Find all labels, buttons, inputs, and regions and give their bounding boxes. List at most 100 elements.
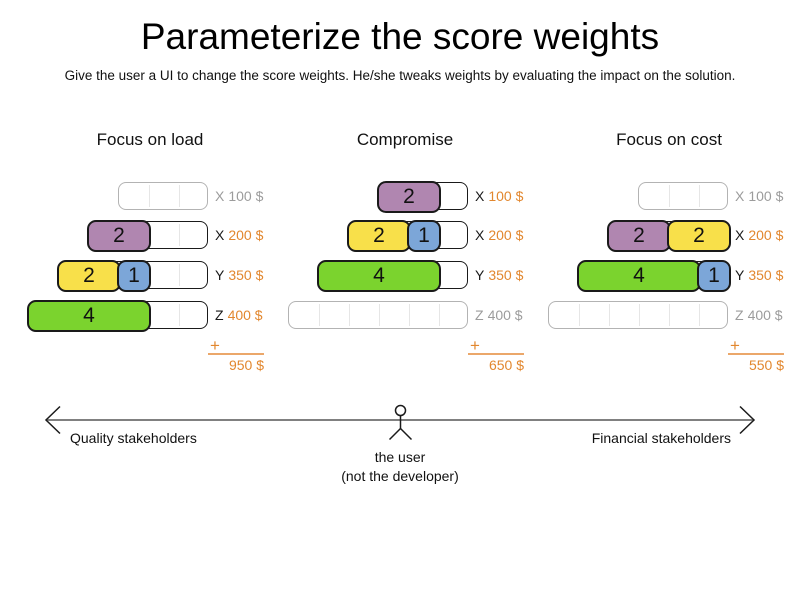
block-value: 2 — [693, 224, 705, 247]
cell-separator — [579, 304, 580, 326]
cell-separator — [639, 304, 640, 326]
weight-block-yellow: 2 — [347, 220, 411, 252]
cell-separator — [409, 304, 410, 326]
row-name: Y — [735, 267, 745, 283]
sum-line — [728, 353, 784, 355]
weight-block-green: 4 — [317, 260, 441, 292]
weight-block-purple: 2 — [87, 220, 151, 252]
weight-block-blue: 1 — [117, 260, 151, 292]
block-value: 2 — [83, 264, 95, 287]
cell-separator — [179, 264, 180, 286]
row-price: 350 $ — [488, 267, 524, 283]
row-price: 100 $ — [748, 188, 784, 204]
axis-label-financial: Financial stakeholders — [591, 430, 731, 446]
row-name: X — [215, 188, 225, 204]
block-value: 2 — [373, 224, 385, 247]
sum-plus-sign: + — [730, 336, 740, 355]
cell-separator — [349, 304, 350, 326]
cell-separator — [379, 304, 380, 326]
axis-label-quality: Quality stakeholders — [70, 430, 197, 446]
sum-total: 550 $ — [748, 357, 784, 373]
weight-block-green: 4 — [577, 260, 701, 292]
row-name: Z — [735, 307, 744, 323]
weight-block-yellow: 2 — [57, 260, 121, 292]
user-sublabel: (not the developer) — [341, 468, 459, 484]
weight-row — [548, 301, 728, 329]
row-price: 350 $ — [748, 267, 784, 283]
weight-row — [638, 182, 728, 210]
weight-row: 4 — [317, 260, 468, 292]
row-price: 400 $ — [227, 307, 263, 323]
row-name: Z — [475, 307, 484, 323]
block-value: 2 — [403, 185, 415, 208]
cell-separator — [179, 304, 180, 326]
weight-row — [118, 182, 208, 210]
block-value: 1 — [418, 224, 430, 247]
cell-separator — [609, 304, 610, 326]
block-value: 4 — [633, 264, 645, 287]
cell-separator — [699, 304, 700, 326]
sum-line — [208, 353, 264, 355]
column-title: Focus on cost — [616, 130, 722, 149]
weight-block-yellow: 2 — [667, 220, 731, 252]
sum-total: 950 $ — [228, 357, 264, 373]
row-name: Z — [215, 307, 224, 323]
row-price: 100 $ — [488, 188, 524, 204]
arrow-right-icon — [739, 405, 756, 435]
weight-block-blue: 1 — [407, 220, 441, 252]
column-title: Compromise — [356, 130, 454, 149]
row-name: X — [475, 188, 485, 204]
row-price: 200 $ — [488, 227, 524, 243]
block-value: 1 — [128, 264, 140, 287]
cell-separator — [319, 304, 320, 326]
sum-total: 650 $ — [488, 357, 524, 373]
weight-block-purple: 2 — [607, 220, 671, 252]
cell-separator — [149, 185, 150, 207]
row-price: 400 $ — [487, 307, 523, 323]
weight-row: 2 — [377, 181, 468, 213]
cell-separator — [669, 304, 670, 326]
cell-separator — [669, 185, 670, 207]
block-value: 2 — [113, 224, 125, 247]
row-name: X — [735, 227, 745, 243]
block-value: 1 — [708, 264, 720, 287]
weight-row: 4 — [27, 300, 208, 332]
row-price: 100 $ — [228, 188, 264, 204]
user-stick-figure-icon — [388, 404, 413, 441]
user-label: the user — [374, 449, 426, 465]
weight-row — [288, 301, 468, 329]
row-name: Y — [215, 267, 225, 283]
arrow-left-icon — [44, 405, 61, 435]
weight-row: 2 — [87, 220, 208, 252]
row-name: Y — [475, 267, 485, 283]
row-name: X — [475, 227, 485, 243]
sum-plus-sign: + — [470, 336, 480, 355]
block-value: 2 — [633, 224, 645, 247]
row-price: 200 $ — [228, 227, 264, 243]
stakeholder-axis — [44, 404, 756, 441]
column-title: Focus on load — [96, 130, 204, 149]
row-price: 350 $ — [228, 267, 264, 283]
weight-block-blue: 1 — [697, 260, 731, 292]
sum-line — [468, 353, 524, 355]
row-price: 200 $ — [748, 227, 784, 243]
cell-separator — [699, 185, 700, 207]
cell-separator — [439, 304, 440, 326]
page-title: Parameterize the score weights — [140, 16, 660, 57]
